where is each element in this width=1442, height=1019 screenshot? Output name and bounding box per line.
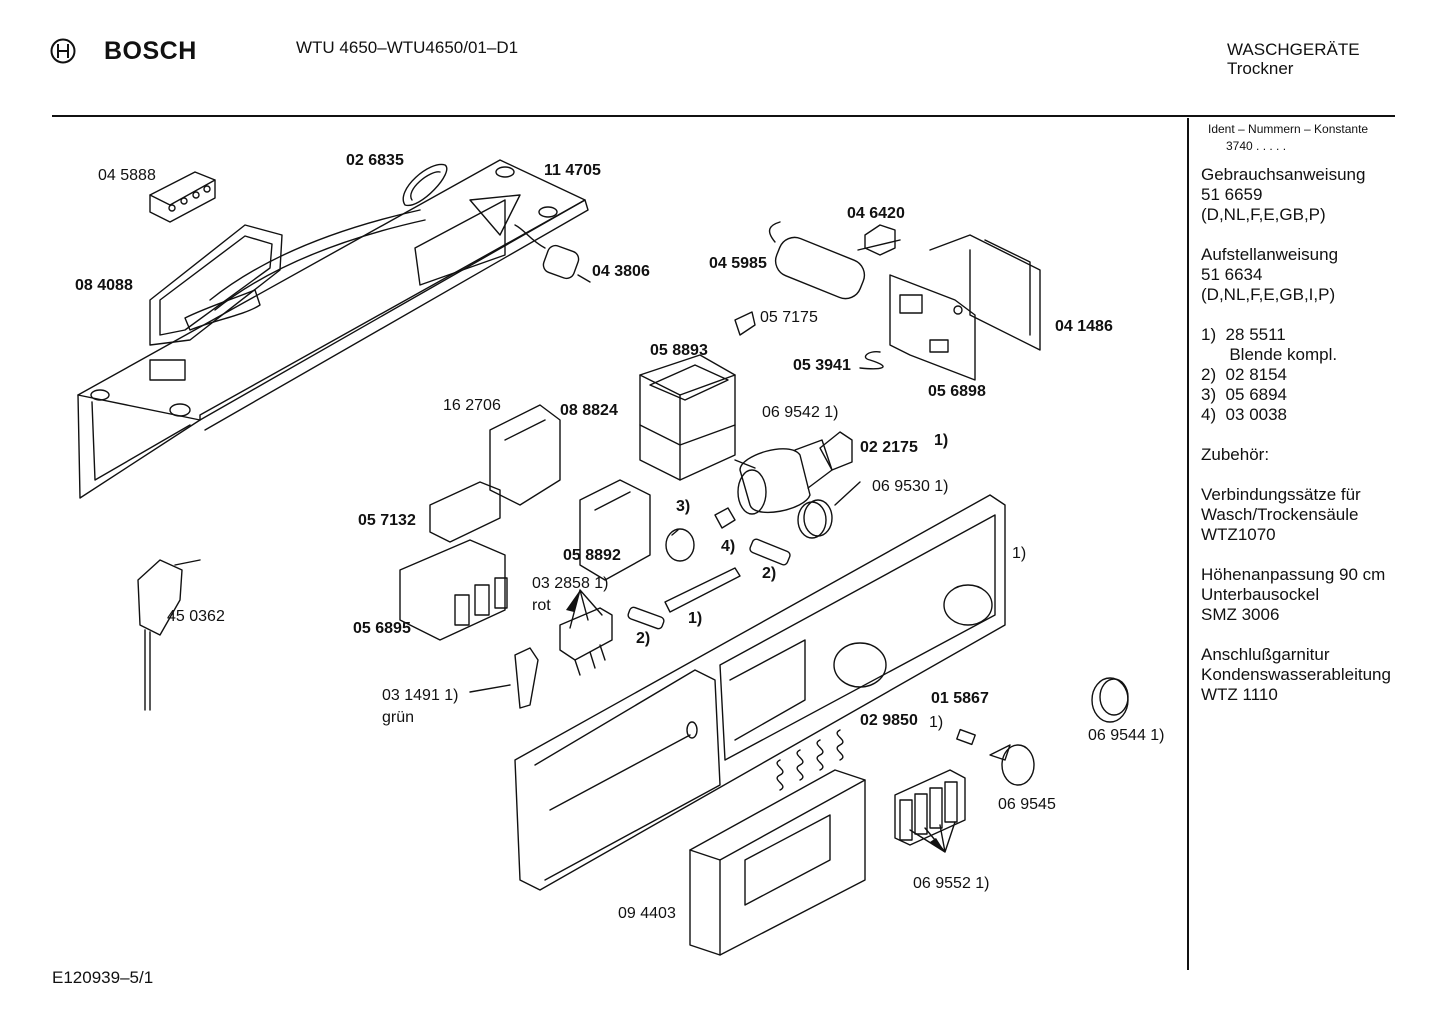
ident-title: Ident – Nummern – Konstante (1208, 122, 1369, 136)
part-label: grün (382, 709, 415, 726)
sidebar-note-line: 51 6634 (1201, 265, 1263, 284)
sidebar-note-line: Unterbausockel (1201, 585, 1320, 604)
part-label: 04 3806 (592, 263, 650, 280)
part-label: 1) (934, 432, 949, 449)
sidebar-note-line: 51 6659 (1201, 185, 1263, 204)
part-label: 02 2175 (860, 439, 918, 456)
header-divider (52, 115, 1395, 117)
part-label: 01 5867 (931, 690, 989, 707)
part-label: 2) (762, 565, 777, 582)
part-label: 05 7132 (358, 512, 416, 529)
part-label: 05 8893 (650, 342, 708, 359)
part-label: 05 6898 (928, 383, 986, 400)
part-label: 06 9544 1) (1088, 727, 1165, 744)
part-label: 03 2858 1) (532, 575, 609, 592)
category-subtitle: Trockner (1227, 59, 1294, 78)
sidebar-note-line: Kondenswasserableitung (1201, 665, 1391, 684)
sidebar-note-line: 2) 02 8154 (1201, 365, 1288, 384)
part-label: 02 6835 (346, 152, 404, 169)
part-label: 05 8892 (563, 547, 621, 564)
ident-value: 3740 . . . . . (1226, 139, 1287, 153)
part-label: 03 1491 1) (382, 687, 459, 704)
part-label: 06 9542 1) (762, 404, 839, 421)
sidebar-note-line: Zubehör: (1201, 445, 1270, 464)
part-label: 06 9545 (998, 796, 1056, 813)
sidebar-note-line: (D,NL,F,E,GB,I,P) (1201, 285, 1336, 304)
part-label: 05 7175 (760, 309, 818, 326)
part-label: 09 4403 (618, 905, 676, 922)
sidebar-note-line: 1) 28 5511 (1201, 325, 1286, 344)
part-label: 08 8824 (560, 402, 618, 419)
part-label: 1) (929, 714, 944, 731)
sidebar-note-line: Wasch/Trockensäule (1201, 505, 1359, 524)
category-title: WASCHGERÄTE (1227, 40, 1360, 59)
part-label: 02 9850 (860, 712, 918, 729)
sidebar-note-line: WTZ 1110 (1201, 685, 1278, 704)
part-label: 45 0362 (167, 608, 225, 625)
sidebar-note-line: Gebrauchsanweisung (1201, 165, 1366, 184)
sidebar-note-line: WTZ1070 (1201, 525, 1276, 544)
sidebar-note-line: 4) 03 0038 (1201, 405, 1288, 424)
sidebar-divider (1187, 118, 1189, 970)
part-label: 3) (676, 498, 691, 515)
part-label: 11 4705 (544, 162, 601, 179)
part-label: 05 6895 (353, 620, 411, 637)
part-label: 16 2706 (443, 397, 501, 414)
model-number: WTU 4650–WTU4650/01–D1 (296, 38, 519, 57)
part-label: rot (532, 597, 551, 614)
sidebar-note-line: (D,NL,F,E,GB,P) (1201, 205, 1326, 224)
part-label: 04 1486 (1055, 318, 1113, 335)
sidebar-note-line: 3) 05 6894 (1201, 385, 1288, 404)
part-label: 04 5985 (709, 255, 767, 272)
part-label: 4) (721, 538, 736, 555)
document-id: E120939–5/1 (52, 968, 154, 987)
brand-name: BOSCH (104, 37, 197, 65)
part-label: 06 9552 1) (913, 875, 990, 892)
sidebar-note-line: Aufstellanweisung (1201, 245, 1339, 264)
brand-logo-icon (50, 38, 76, 64)
part-label: 1) (688, 610, 703, 627)
part-label: 05 3941 (793, 357, 851, 374)
part-label: 06 9530 1) (872, 478, 949, 495)
part-label: 1) (1012, 545, 1027, 562)
sidebar-note-line: SMZ 3006 (1201, 605, 1280, 624)
part-label: 04 5888 (98, 167, 156, 184)
sidebar-note-line: Höhenanpassung 90 cm (1201, 565, 1386, 584)
part-label: 2) (636, 630, 651, 647)
sidebar-note-line: Blende kompl. (1201, 345, 1338, 364)
sidebar-note-line: Anschlußgarnitur (1201, 645, 1330, 664)
part-label: 08 4088 (75, 277, 133, 294)
sidebar-note-line: Verbindungssätze für (1201, 485, 1361, 504)
part-label: 04 6420 (847, 205, 905, 222)
